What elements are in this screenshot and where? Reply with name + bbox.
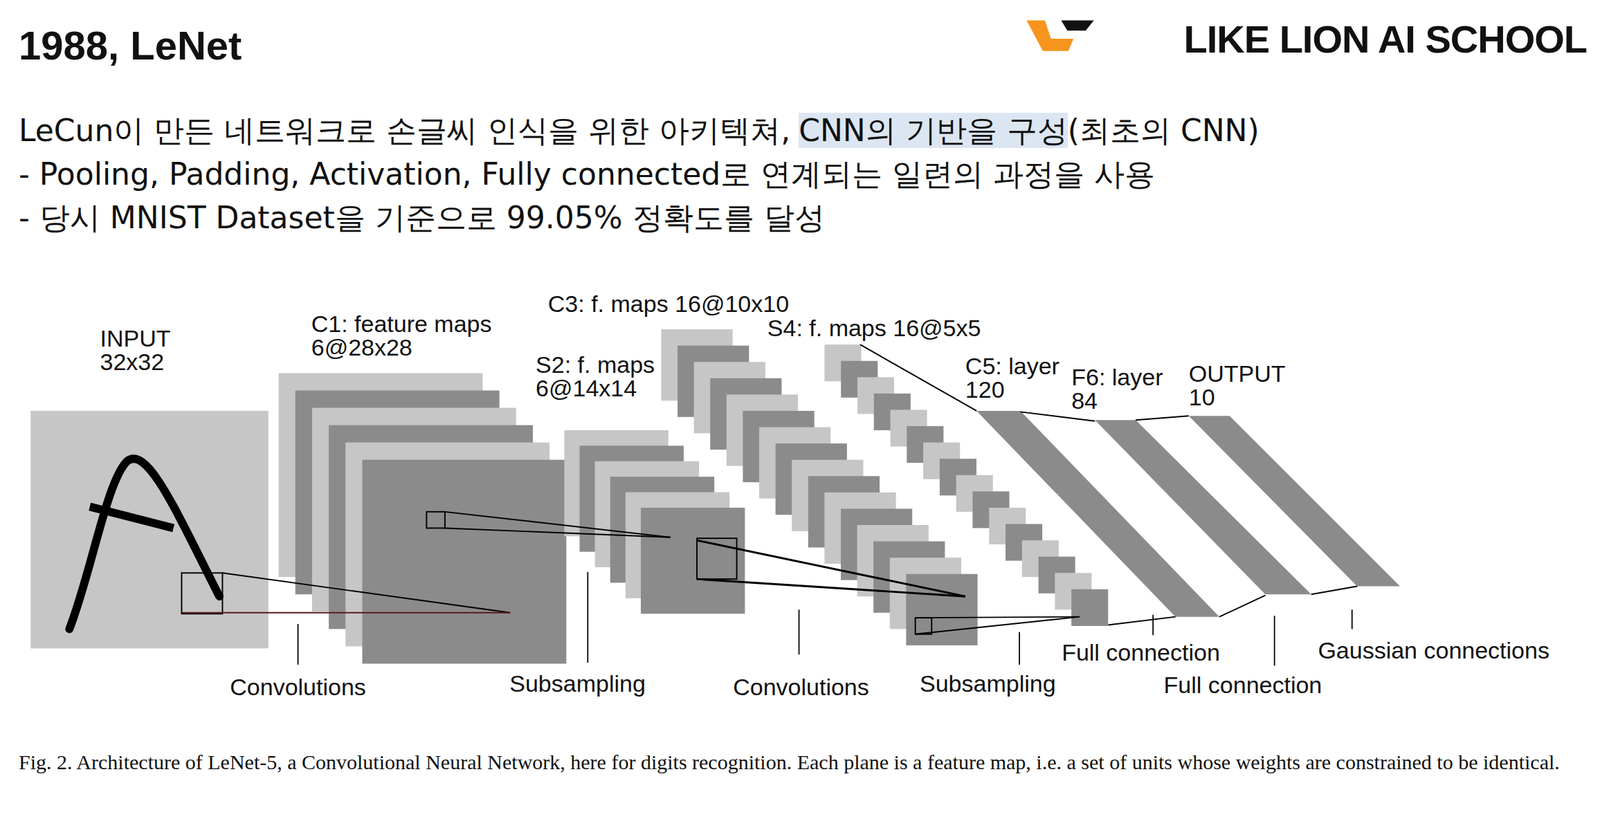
layer-band xyxy=(1188,415,1400,587)
operation-label: Subsampling xyxy=(919,671,1057,698)
layer-label: S4: f. maps 16@5x5 xyxy=(767,316,982,340)
projection-line xyxy=(915,617,1080,618)
operation-label: Convolutions xyxy=(229,674,367,701)
receptive-field xyxy=(915,617,933,635)
projection-line xyxy=(181,612,511,614)
operation-label: Convolutions xyxy=(732,674,870,701)
layer-label: INPUT 32x32 xyxy=(100,326,191,374)
leader-line xyxy=(1351,609,1353,630)
leader-line xyxy=(1152,615,1154,636)
receptive-field xyxy=(426,512,445,529)
layer-name: C1: feature maps 6@28x28 xyxy=(311,312,520,360)
projection-line xyxy=(444,512,671,538)
layer-label: F6: layer 84 xyxy=(1071,365,1183,413)
projection-lines xyxy=(181,344,1358,635)
layer-label: S2: f. maps 6@14x14 xyxy=(535,352,675,400)
body-text: - Pooling, Padding, Activation, Fully co… xyxy=(18,156,1156,194)
layer-label: OUTPUT 10 xyxy=(1188,361,1300,409)
layer-name: OUTPUT 10 xyxy=(1188,361,1300,409)
layer-name: INPUT 32x32 xyxy=(100,326,191,374)
layer-band xyxy=(976,411,1220,618)
operation-label: Full connection xyxy=(1164,672,1323,699)
layer-name: C3: f. maps 16@10x10 xyxy=(548,292,789,316)
body-text: - 당시 MNIST Dataset을 기준으로 99.05% 정확도를 달성 xyxy=(18,200,825,237)
layer-label: C3: f. maps 16@10x10 xyxy=(548,292,789,316)
layer-name: S2: f. maps 6@14x14 xyxy=(535,352,675,400)
projection-line xyxy=(860,344,977,412)
projection-line xyxy=(915,617,1080,635)
figure-caption: Fig. 2. Architecture of LeNet-5, a Convo… xyxy=(18,748,1576,777)
layer-band xyxy=(1094,420,1312,595)
projection-line xyxy=(1107,617,1176,626)
operation-label: Full connection xyxy=(1061,640,1221,666)
projection-line xyxy=(1311,586,1358,595)
projection-line xyxy=(696,540,966,597)
feature-map-plane xyxy=(1071,589,1108,627)
feature-map-plane xyxy=(640,507,745,614)
body-text: (최초의 CNN) xyxy=(1067,112,1260,149)
letter-stroke xyxy=(89,506,174,529)
body-text: LeCun이 만든 네트워크로 손글씨 인식을 위한 아키텍쳐, xyxy=(18,112,791,149)
feature-map-plane xyxy=(905,574,978,646)
layer-name: F6: layer 84 xyxy=(1071,365,1183,413)
body-line: LeCun이 만든 네트워크로 손글씨 인식을 위한 아키텍쳐,CNN의 기반을… xyxy=(18,112,1260,150)
operation-label: Gaussian connections xyxy=(1317,638,1550,664)
layer-label: C5: layer 120 xyxy=(965,354,1077,402)
leader-line xyxy=(1274,615,1276,666)
leader-line xyxy=(1018,632,1021,666)
leader-line xyxy=(586,572,589,663)
leader-line xyxy=(297,624,299,666)
leader-line xyxy=(798,609,800,655)
projection-line xyxy=(1135,415,1189,421)
layer-label: C1: feature maps 6@28x28 xyxy=(311,312,520,360)
letter-stroke xyxy=(69,458,220,630)
operation-label: Subsampling xyxy=(509,671,646,698)
projection-line xyxy=(1219,595,1266,618)
projection-line xyxy=(444,528,671,538)
feature-map-plane xyxy=(361,460,567,665)
layer-name: C5: layer 120 xyxy=(965,354,1077,402)
leader-ticks xyxy=(298,572,1353,667)
projection-line xyxy=(696,579,966,597)
layer-name: S4: f. maps 16@5x5 xyxy=(767,316,982,340)
receptive-field xyxy=(181,573,223,614)
slide-title: 1988, LeNet xyxy=(18,22,242,69)
projection-line xyxy=(222,573,511,613)
highlighted-text: CNN의 기반을 구성 xyxy=(798,112,1068,149)
projection-line xyxy=(1020,411,1095,421)
feature-map-stacks xyxy=(278,329,1109,664)
logo-mark xyxy=(1060,20,1094,31)
logo-text: LIKE LION AI SCHOOL xyxy=(1184,16,1587,62)
